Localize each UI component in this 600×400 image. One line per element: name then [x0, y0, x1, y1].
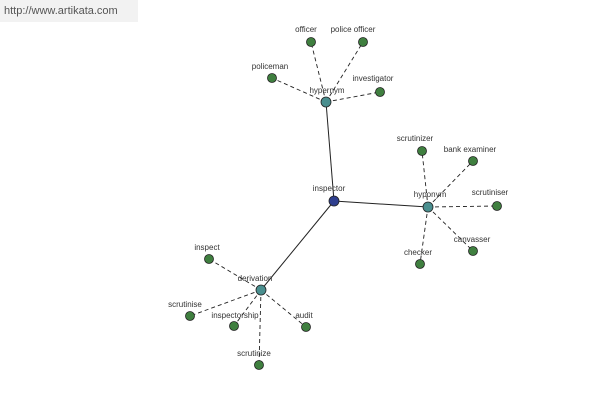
edge-hyponym-bank-examiner [427, 160, 474, 208]
term-node-scrutiniser[interactable] [492, 201, 502, 211]
edge-derivation-scrutinize [258, 289, 262, 366]
term-label-officer: officer [295, 25, 317, 34]
term-label-policeman: policeman [252, 62, 288, 71]
term-node-inspectorship[interactable] [229, 321, 239, 331]
term-label-scrutiniser: scrutiniser [472, 188, 509, 197]
center-label-inspector: inspector [313, 184, 346, 193]
term-label-bank-examiner: bank examiner [444, 145, 497, 154]
term-label-inspect: inspect [194, 243, 220, 252]
edge-derivation-inspectorship [233, 289, 262, 327]
edge-derivation-inspect [208, 258, 262, 291]
term-label-inspectorship: inspectorship [211, 311, 259, 320]
relation-node-hyponym[interactable] [422, 201, 434, 213]
edge-hypernym [325, 101, 335, 202]
edge-hyponym-scrutiniser [427, 205, 498, 208]
term-node-scrutinize[interactable] [254, 360, 264, 370]
edge-hypernym-policeman [271, 77, 327, 103]
edge-hypernym-investigator [325, 91, 381, 103]
term-label-scrutinizer: scrutinizer [397, 134, 434, 143]
center-node-inspector[interactable] [328, 195, 340, 207]
term-node-canvasser[interactable] [468, 246, 478, 256]
term-node-inspect[interactable] [204, 254, 214, 264]
edge-hyponym [333, 200, 429, 208]
term-node-policeman[interactable] [267, 73, 277, 83]
edge-derivation [260, 200, 335, 291]
edge-derivation-scrutinise [189, 289, 262, 317]
term-node-scrutinizer[interactable] [417, 146, 427, 156]
term-node-police-officer[interactable] [358, 37, 368, 47]
edge-hyponym-canvasser [427, 206, 474, 252]
edge-hypernym-officer [310, 41, 327, 103]
term-label-investigator: investigator [353, 74, 394, 83]
edge-derivation-audit [260, 289, 307, 328]
term-node-bank-examiner[interactable] [468, 156, 478, 166]
relation-node-derivation[interactable] [255, 284, 267, 296]
term-node-scrutinise[interactable] [185, 311, 195, 321]
source-url[interactable]: http://www.artikata.com [0, 0, 138, 22]
graph-labels: officer police officer policeman investigat… [168, 25, 508, 358]
term-node-checker[interactable] [415, 259, 425, 269]
term-node-audit[interactable] [301, 322, 311, 332]
term-label-police-officer: police officer [331, 25, 376, 34]
relation-node-hypernym[interactable] [320, 96, 332, 108]
term-label-audit: audit [295, 311, 313, 320]
relation-label-derivation: derivation [238, 274, 273, 283]
relation-label-hyponym: hyponym [414, 190, 447, 199]
term-label-scrutinise: scrutinise [168, 300, 202, 309]
term-label-canvasser: canvasser [454, 235, 491, 244]
edge-hyponym-checker [419, 206, 429, 265]
edge-hypernym-police-officer [325, 41, 364, 103]
term-label-scrutinize: scrutinize [237, 349, 271, 358]
term-node-investigator[interactable] [375, 87, 385, 97]
graph-edges [189, 41, 498, 366]
term-node-officer[interactable] [306, 37, 316, 47]
relation-label-hypernym: hypernym [309, 86, 344, 95]
graph-nodes [185, 37, 502, 370]
term-label-checker: checker [404, 248, 432, 257]
edge-hyponym-scrutinizer [421, 150, 429, 208]
